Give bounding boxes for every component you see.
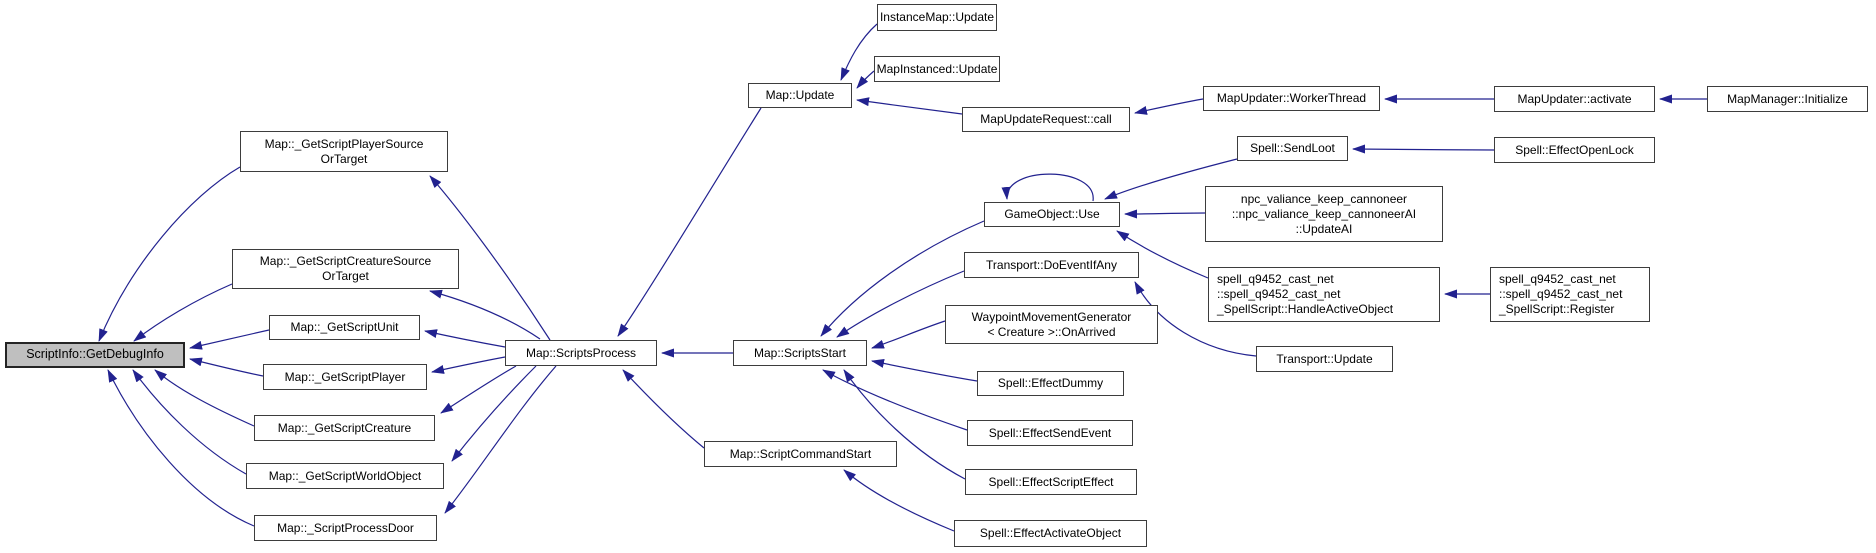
node-label: Map::ScriptsProcess (525, 345, 637, 360)
node-label: MapUpdater::activate (1517, 91, 1632, 106)
edge-handleactiveobject-gameobjectuse (1116, 230, 1209, 279)
node-label: MapUpdateRequest::call (980, 112, 1112, 126)
edge-effectdummy-scriptsstart (871, 359, 978, 382)
edge-sendloot-gameobjectuse (1104, 158, 1238, 200)
edge-npcvalianceupdateai-gameobjectuse (1124, 209, 1206, 219)
node-mapinstanced-update[interactable]: MapInstanced::Update (874, 56, 1000, 82)
edge-effectactivateobject-scriptcommandstart (843, 469, 955, 532)
node-label: MapInstanced::Update (876, 61, 998, 76)
node-spell-effectdummy[interactable]: Spell::EffectDummy (977, 371, 1124, 396)
node-label: Map::_ScriptProcessDoor (277, 520, 414, 535)
node-label: Map::ScriptsStart (753, 345, 847, 360)
node-label: Spell::EffectSendEvent (988, 425, 1112, 440)
node-label: GameObject::Use (1004, 207, 1100, 221)
edge-gameobjectuse-self-loop (1001, 173, 1094, 202)
node-label: Map::_GetScriptUnit (290, 320, 399, 334)
node-map-scriptprocessdoor[interactable]: Map::_ScriptProcessDoor (254, 515, 437, 541)
node-spell-effectsendevent[interactable]: Spell::EffectSendEvent (967, 420, 1133, 446)
node-label: Spell::EffectScriptEffect (988, 474, 1114, 489)
node-transport-doeventifany[interactable]: Transport::DoEventIfAny (964, 252, 1139, 278)
node-map-getscriptcreaturesourceortarget[interactable]: Map::_GetScriptCreatureSource OrTarget (232, 249, 459, 289)
node-label: InstanceMap::Update (879, 10, 995, 24)
node-label: Map::_GetScriptCreature (277, 420, 412, 435)
node-instancemap-update[interactable]: InstanceMap::Update (877, 4, 997, 31)
node-label: WaypointMovementGenerator < Creature >::… (971, 309, 1132, 339)
edge-scriptsprocess-creaturesource (429, 289, 541, 340)
node-spell-effectopenlock[interactable]: Spell::EffectOpenLock (1494, 137, 1655, 163)
edge-creaturesource-getdebuginfo (133, 283, 233, 342)
edge-workerthread-mapupdaterequestcall (1134, 98, 1204, 115)
edge-scriptcommandstart-scriptsprocess (622, 369, 705, 449)
node-label: Transport::Update (1276, 351, 1373, 366)
edge-doeventifany-scriptsstart (836, 270, 965, 338)
node-map-scriptcommandstart[interactable]: Map::ScriptCommandStart (704, 441, 897, 467)
node-spell-sendloot[interactable]: Spell::SendLoot (1237, 136, 1348, 161)
edge-scriptsprocess-scriptprocessdoor (444, 365, 557, 514)
edge-effectopenlock-sendloot (1352, 144, 1495, 154)
node-spell-effectscripteffect[interactable]: Spell::EffectScriptEffect (965, 469, 1137, 495)
node-map-scriptsstart[interactable]: Map::ScriptsStart (733, 340, 867, 366)
node-label: ScriptInfo::GetDebugInfo (26, 347, 164, 362)
edge-transportupdate-doeventifany (1134, 281, 1257, 357)
edge-getscriptcreature-getdebuginfo (154, 369, 255, 427)
node-map-getscriptworldobject[interactable]: Map::_GetScriptWorldObject (246, 463, 444, 489)
node-transport-update[interactable]: Transport::Update (1256, 346, 1393, 372)
edge-getscriptplayer-getdebuginfo (189, 357, 264, 377)
node-map-getscriptplayersourceortarget[interactable]: Map::_GetScriptPlayerSource OrTarget (240, 131, 448, 172)
node-label: Spell::EffectDummy (997, 376, 1104, 390)
edge-playersource-getdebuginfo (98, 166, 241, 342)
node-label: MapManager::Initialize (1727, 91, 1848, 106)
node-label: Spell::EffectActivateObject (979, 526, 1122, 540)
node-mapmanager-initialize[interactable]: MapManager::Initialize (1707, 86, 1868, 112)
node-label: spell_q9452_cast_net ::spell_q9452_cast_… (1499, 272, 1623, 316)
node-scriptinfo-getdebuginfo[interactable]: ScriptInfo::GetDebugInfo (5, 342, 185, 368)
edge-scriptsprocess-playersource (429, 175, 551, 341)
node-map-scriptsprocess[interactable]: Map::ScriptsProcess (505, 340, 657, 366)
node-spell-effectactivateobject[interactable]: Spell::EffectActivateObject (954, 520, 1147, 547)
node-label: Map::_GetScriptPlayerSource OrTarget (264, 136, 424, 166)
node-map-getscriptcreature[interactable]: Map::_GetScriptCreature (254, 415, 435, 441)
node-mapupdater-workerthread[interactable]: MapUpdater::WorkerThread (1203, 86, 1380, 111)
node-label: npc_valiance_keep_cannoneer ::npc_valian… (1231, 191, 1417, 236)
edge-mapupdate-scriptsprocess (617, 107, 762, 337)
edge-getscriptunit-getdebuginfo (189, 329, 270, 350)
edge-effectsendevent-scriptsstart (822, 369, 968, 431)
edge-instancemapupdate-mapupdate (840, 23, 878, 81)
node-label: Map::_GetScriptWorldObject (268, 468, 422, 483)
node-label: Map::ScriptCommandStart (729, 446, 872, 461)
node-label: Spell::SendLoot (1250, 141, 1335, 155)
edge-scriptprocessdoor-getdebuginfo (107, 369, 255, 527)
edge-getscriptworldobject-getdebuginfo (132, 369, 247, 475)
edge-mapupdaterequestcall-mapupdate (856, 97, 963, 115)
node-map-getscriptunit[interactable]: Map::_GetScriptUnit (269, 315, 420, 340)
node-mapupdater-activate[interactable]: MapUpdater::activate (1494, 86, 1655, 112)
edge-scriptsprocess-getscriptunit (424, 329, 506, 348)
node-map-update[interactable]: Map::Update (748, 83, 852, 108)
edge-gameobjectuse-scriptsstart (820, 220, 985, 337)
node-label: spell_q9452_cast_net ::spell_q9452_cast_… (1217, 272, 1394, 316)
node-spell-q9452-cast-net-handleactiveobject[interactable]: spell_q9452_cast_net ::spell_q9452_cast_… (1208, 267, 1440, 322)
node-label: Spell::EffectOpenLock (1515, 142, 1634, 157)
node-label: Map::Update (765, 88, 835, 102)
node-mapupdaterequest-call[interactable]: MapUpdateRequest::call (962, 107, 1130, 132)
edge-scriptsprocess-getscriptworldobject (451, 365, 537, 462)
edge-scriptsprocess-getscriptcreature (440, 365, 517, 414)
node-gameobject-use[interactable]: GameObject::Use (984, 202, 1120, 227)
node-label: Map::_GetScriptPlayer (284, 369, 406, 384)
edge-mapinstancedupdate-mapupdate (856, 70, 875, 89)
node-map-getscriptplayer[interactable]: Map::_GetScriptPlayer (263, 364, 427, 390)
node-spell-q9452-cast-net-register[interactable]: spell_q9452_cast_net ::spell_q9452_cast_… (1490, 267, 1650, 322)
edge-effectscripteffect-scriptsstart (843, 369, 966, 480)
edge-waypointonarrived-scriptsstart (871, 320, 946, 349)
node-label: MapUpdater::WorkerThread (1216, 91, 1367, 105)
node-label: Transport::DoEventIfAny (986, 257, 1117, 272)
node-npc-valiance-keep-cannoneer-updateai[interactable]: npc_valiance_keep_cannoneer ::npc_valian… (1205, 186, 1443, 242)
node-label: Map::_GetScriptCreatureSource OrTarget (259, 254, 432, 283)
node-waypointmovementgenerator-onarrived[interactable]: WaypointMovementGenerator < Creature >::… (945, 305, 1158, 344)
edge-scriptsprocess-getscriptplayer (431, 356, 506, 374)
